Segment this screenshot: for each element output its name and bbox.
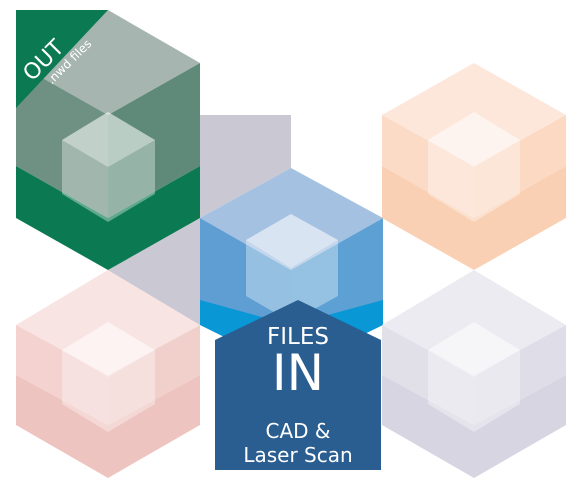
cad-label: CAD & (265, 419, 331, 443)
pink-cube (16, 270, 200, 478)
peach-cube-left (382, 115, 474, 218)
pink-cube-inner (62, 322, 155, 432)
green-cube-left (16, 63, 108, 218)
lavender-cube-right (474, 325, 566, 425)
blue-cube-right (291, 218, 383, 325)
lavender-cube-left (382, 325, 474, 425)
peach-cube-inner-top (428, 112, 520, 167)
files-label: FILES (267, 324, 329, 350)
peach-cube-right (474, 115, 566, 218)
out-corner-triangle (16, 10, 108, 108)
blue-cube-inner (246, 214, 338, 322)
lavender-cube-bottom (382, 375, 566, 478)
lavender-cube (382, 270, 566, 478)
pink-cube-top (16, 270, 200, 375)
blue-cube-top (200, 168, 383, 270)
pink-cube-inner-top (62, 322, 155, 377)
peach-cube-bottom (382, 166, 566, 270)
peach-cube-top (382, 63, 566, 166)
lavender-cube-top (382, 270, 566, 375)
peach-cube (382, 63, 566, 270)
pink-cube-right (108, 325, 200, 425)
green-cube-inner (62, 112, 155, 222)
green-cube-bottom (16, 166, 200, 270)
lavender-cube-inner-top (428, 322, 520, 377)
pink-cube-left (16, 325, 108, 425)
green-cube-top (16, 10, 200, 115)
connector-hexagon-lower (108, 218, 200, 325)
blue-cube-inner-top (246, 214, 338, 268)
pink-cube-bottom (16, 375, 200, 478)
in-label: IN (271, 344, 325, 402)
green-cube (16, 10, 200, 270)
peach-cube-inner (428, 112, 520, 222)
blue-cube-left (200, 218, 291, 325)
laser-scan-label: Laser Scan (243, 443, 353, 467)
lavender-cube-inner (428, 322, 520, 432)
green-cube-right (108, 63, 200, 218)
in-callout-shape (215, 300, 381, 470)
green-cube-inner-top (62, 112, 155, 167)
connector-hexagon-upper (200, 115, 291, 218)
